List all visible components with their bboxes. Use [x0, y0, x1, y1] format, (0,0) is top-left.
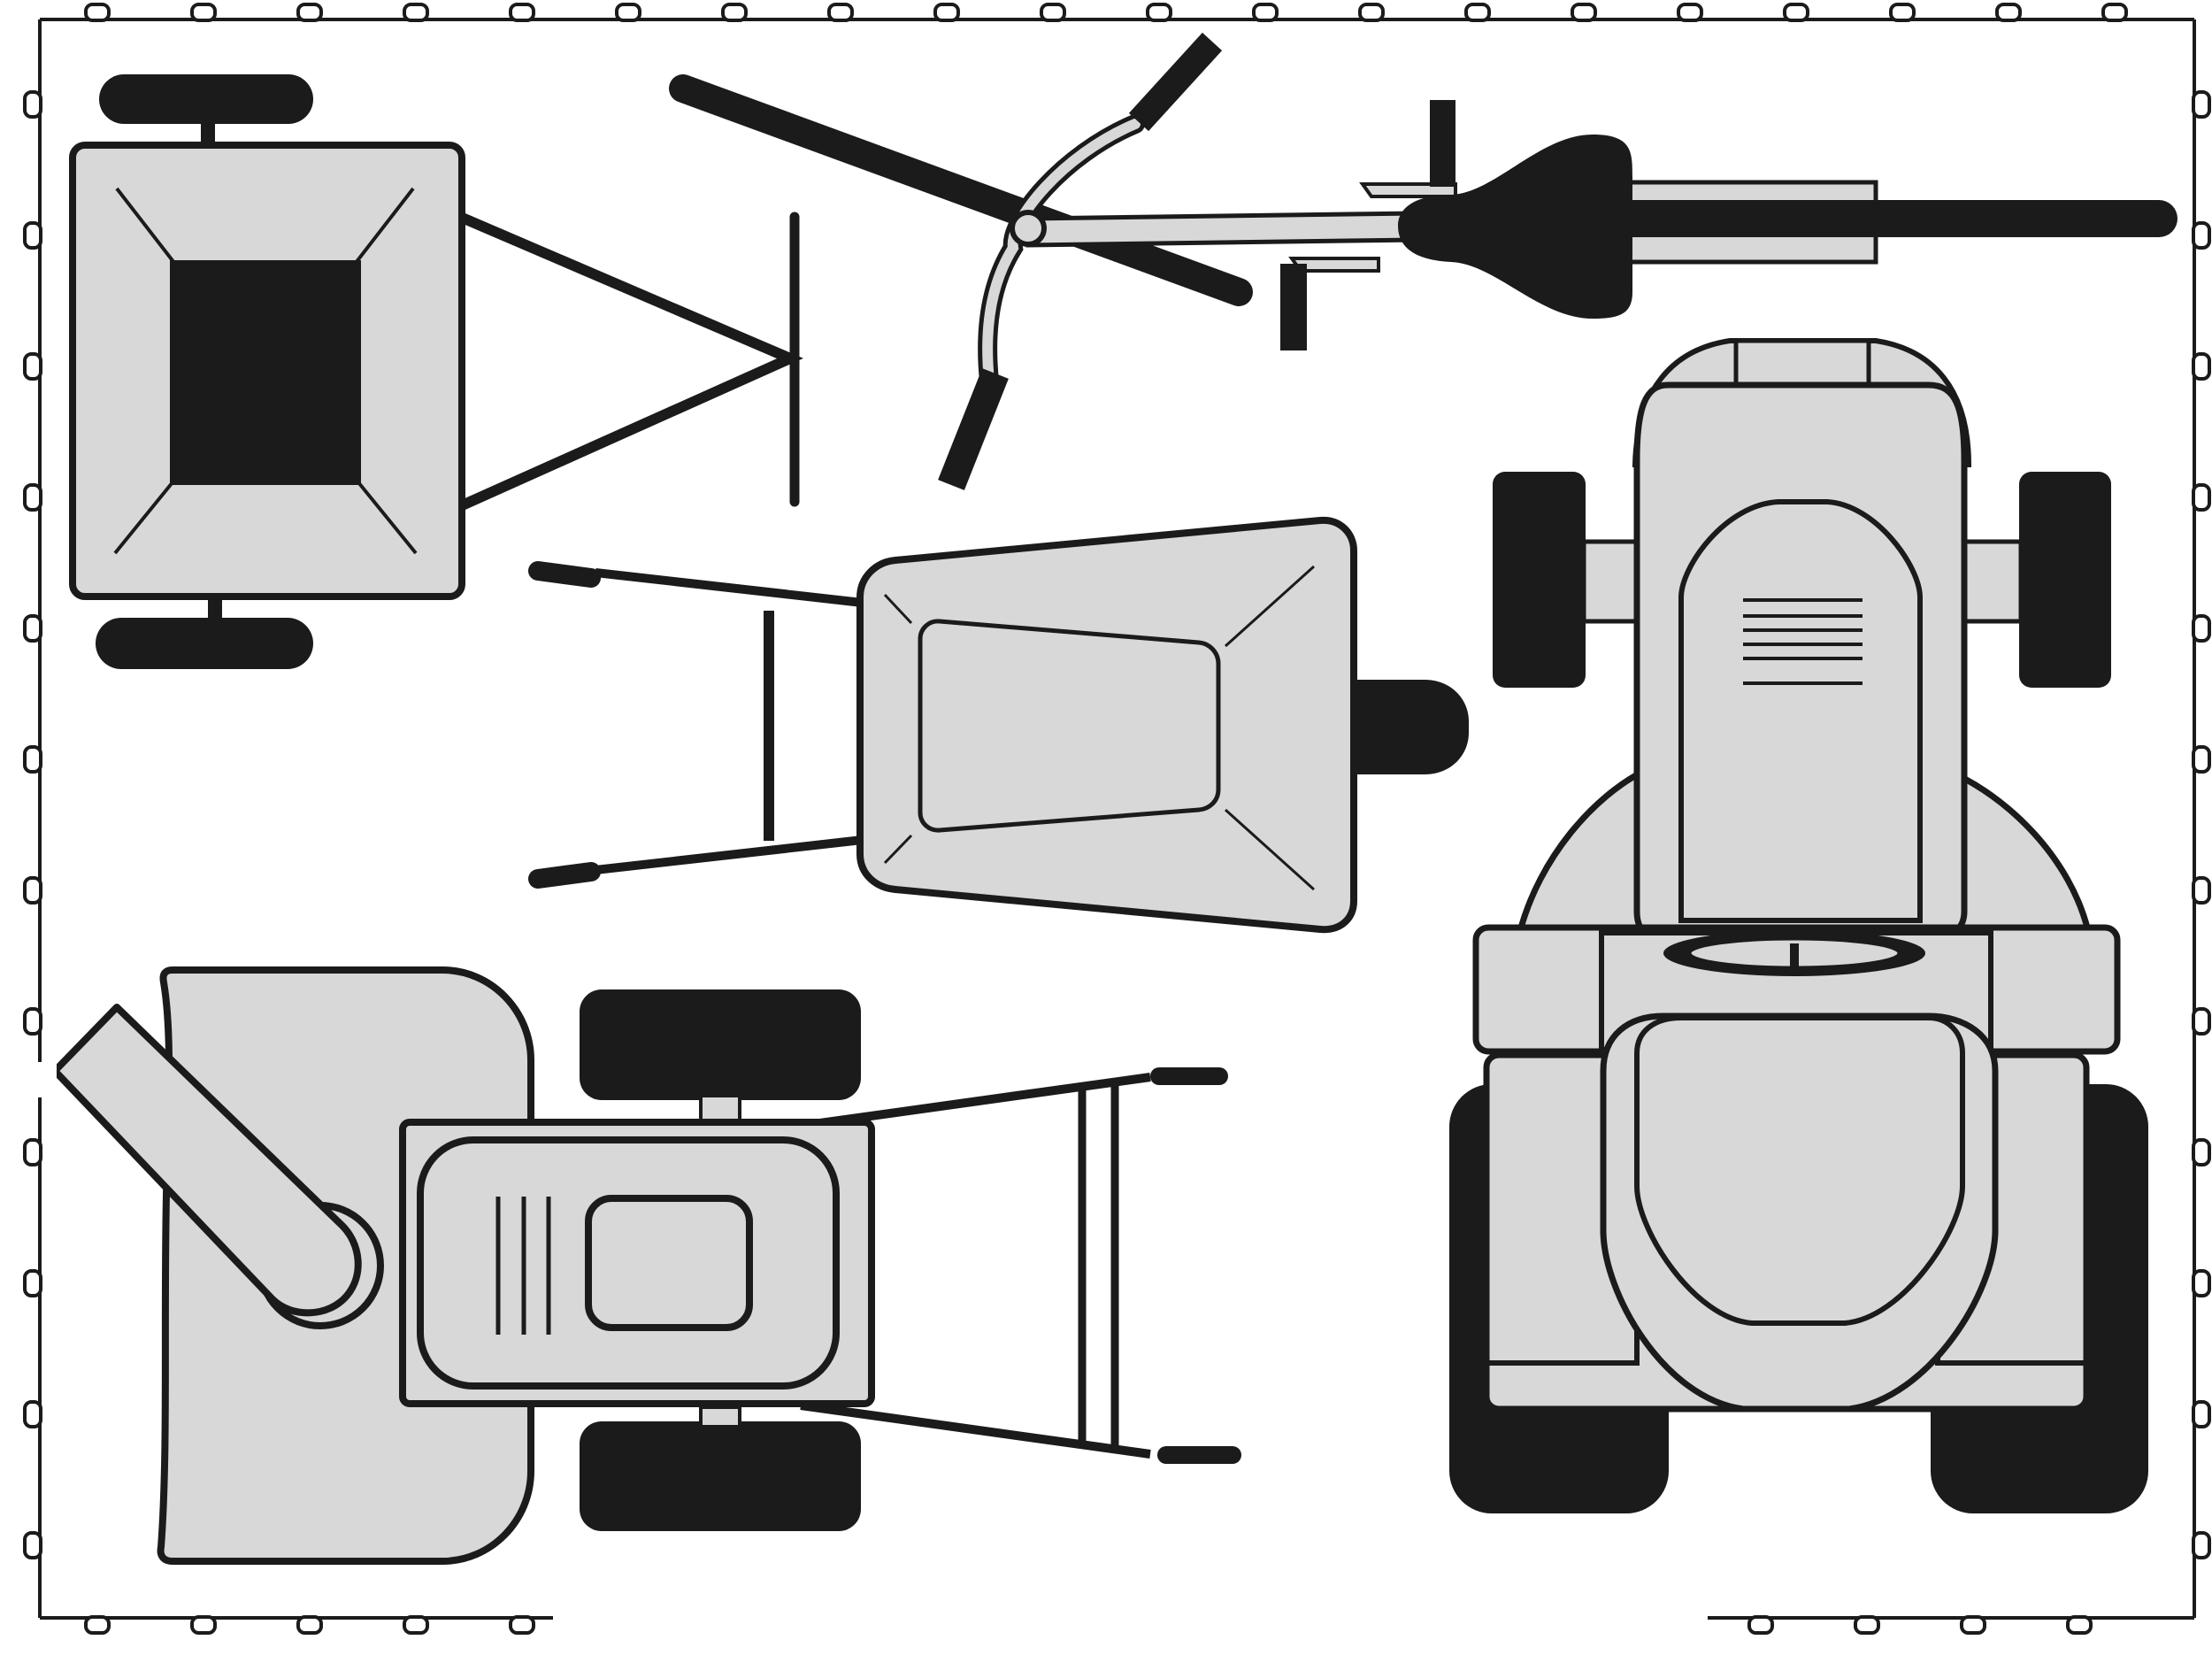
frame-notch: [2192, 876, 2211, 905]
frame-notch: [23, 745, 42, 774]
cutter-shaft: [1025, 211, 1418, 248]
frame-notch: [1146, 3, 1172, 22]
trailer-wheel-bottom: [96, 618, 313, 669]
blower-wheel-top: [580, 989, 861, 1100]
trailer-wheel-top: [99, 74, 313, 124]
frame-notch: [2192, 221, 2211, 250]
wheelbarrow-grip-top: [528, 561, 601, 588]
blower-axle-bottom: [699, 1405, 741, 1428]
cutter-grip-top: [1128, 32, 1223, 132]
wheelbarrow-corner-lines: [883, 565, 1316, 891]
frame-notch: [2192, 1400, 2211, 1428]
frame-notch: [2192, 1007, 2211, 1036]
frame-notch: [933, 3, 960, 22]
mower-vent-lines: [1743, 598, 1863, 685]
blower-vent-lines: [495, 1197, 551, 1335]
snow-blower: [35, 966, 1241, 1565]
mower-front-wheel-right: [2019, 472, 2111, 688]
frame-notch: [190, 1615, 217, 1635]
frame-notch: [2192, 483, 2211, 512]
frame-notch: [1747, 1615, 1774, 1635]
frame-notch: [1783, 3, 1809, 22]
frame-notch: [23, 1531, 42, 1559]
frame-notch: [2192, 1531, 2211, 1559]
frame-notches: [23, 3, 2211, 1635]
frame-notch: [1464, 3, 1491, 22]
frame-notch: [2192, 745, 2211, 774]
frame-notch: [2192, 90, 2211, 119]
frame-notch: [23, 1269, 42, 1297]
frame-notch: [2101, 3, 2128, 22]
cutter-handlebar: [982, 119, 1141, 386]
frame-notch: [2192, 1269, 2211, 1297]
frame-notch: [23, 352, 42, 381]
wheelbarrow-wheel: [1349, 680, 1469, 774]
frame-notch: [2192, 352, 2211, 381]
frame-notch: [296, 1615, 323, 1635]
mower-grille: [1733, 338, 1871, 389]
cutter-engine-housing: [1398, 135, 1632, 319]
ride-on-mower: [1449, 338, 2148, 1513]
frame-notch: [2192, 1138, 2211, 1166]
frame-notch: [23, 221, 42, 250]
frame-notch: [23, 1400, 42, 1428]
wheelbarrow-tray-floor: [918, 619, 1221, 833]
cutter-grip-bottom: [938, 368, 1009, 490]
frame-notch: [721, 3, 748, 22]
frame-notch: [23, 1138, 42, 1166]
trailer-corner-lines: [113, 187, 418, 555]
frame-notch: [1571, 3, 1597, 22]
frame-notch: [827, 3, 854, 22]
blower-axle-top: [699, 1094, 741, 1124]
frame-border: [38, 18, 2196, 1620]
cutter-harness-bar: [669, 74, 1253, 306]
frame-notch: [296, 3, 323, 22]
frame-notch: [509, 3, 535, 22]
cutter-pivot: [1010, 210, 1047, 247]
frame-notch: [509, 1615, 535, 1635]
blower-handle-rails: [800, 1073, 1151, 1459]
frame-notch: [84, 1615, 111, 1635]
wheelbarrow: [528, 516, 1469, 934]
frame-notch: [23, 876, 42, 905]
frame-notch: [1995, 3, 2022, 22]
frame-notch: [190, 3, 217, 22]
mower-front-wheel-left: [1493, 472, 1586, 688]
frame-notch: [23, 1007, 42, 1036]
frame-notch: [2192, 614, 2211, 643]
frame-notch: [615, 3, 641, 22]
frame-notch: [1960, 1615, 1986, 1635]
frame-notch: [23, 90, 42, 119]
brush-cutter: [669, 32, 2177, 490]
frame-notch: [1252, 3, 1279, 22]
trailer-floor: [170, 260, 361, 485]
frame-notch: [1854, 1615, 1880, 1635]
mower-hood-panel: [1678, 499, 1923, 923]
frame-notch: [1040, 3, 1066, 22]
trailer-axle-bottom: [208, 598, 222, 623]
wheelbarrow-handle-rails: [595, 568, 895, 874]
frame-notch: [84, 3, 111, 22]
blower-fuel-cap: [585, 1195, 753, 1331]
blower-discharge-chute: [51, 1004, 362, 1317]
trailer-drawbar: [457, 212, 803, 512]
garden-trailer: [69, 74, 803, 669]
cutter-lever-post: [1280, 264, 1307, 350]
blower-chute-clip: [35, 1062, 57, 1097]
frame-notch: [1358, 3, 1385, 22]
frame-notch: [1677, 3, 1703, 22]
frame-notch: [1889, 3, 1916, 22]
frame-notch: [23, 614, 42, 643]
mower-seat: [1634, 1015, 1965, 1326]
frame-notch: [2066, 1615, 2093, 1635]
blower-wheel-bottom: [580, 1421, 861, 1531]
frame-notch: [403, 3, 429, 22]
frame-notch: [23, 483, 42, 512]
cutter-throttle-post: [1430, 100, 1455, 187]
wheelbarrow-grip-bottom: [528, 862, 601, 889]
frame-notch: [403, 1615, 429, 1635]
